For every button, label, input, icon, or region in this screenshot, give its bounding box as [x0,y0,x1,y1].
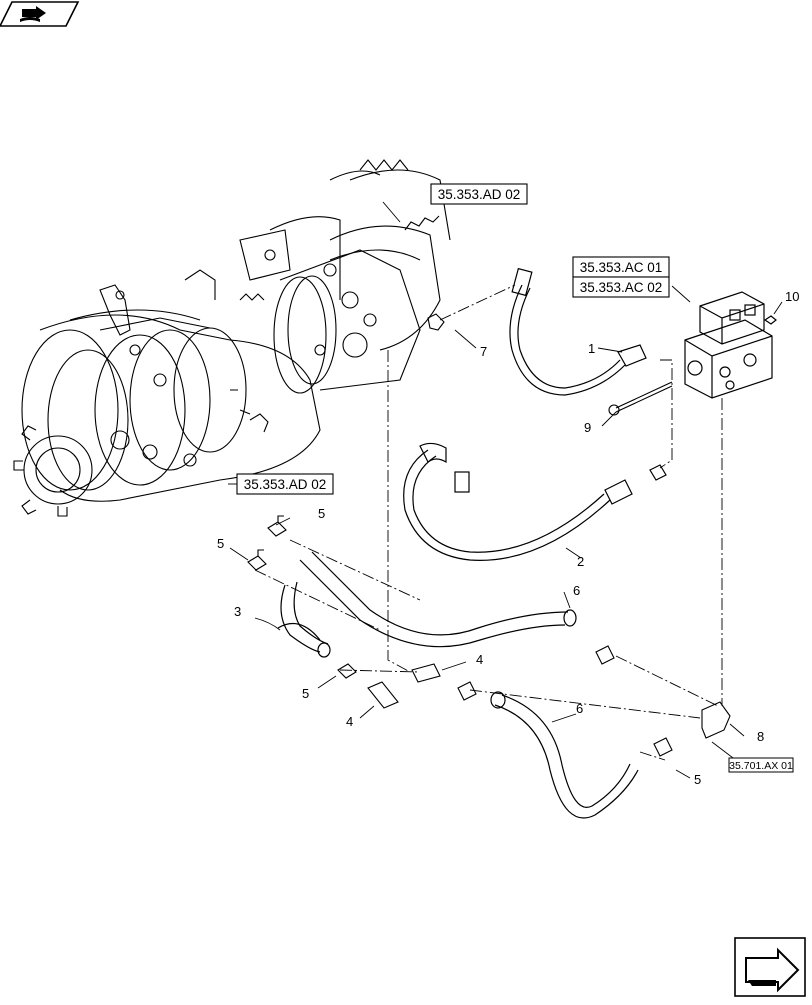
valve-block [684,291,777,399]
leader-lines [254,284,723,761]
callout-5c: 5 [302,686,309,701]
callout-numbers: 1 2 3 4 4 5 5 5 5 6 6 7 8 9 10 [217,289,799,787]
callout-2: 2 [577,554,584,569]
ref-box-ax01[interactable]: 35.701.AX 01 [728,757,794,773]
callout-3: 3 [234,604,241,619]
callout-7: 7 [480,344,487,359]
callout-leaders [228,201,783,779]
callout-1: 1 [588,341,595,356]
next-page-arrow-icon[interactable] [734,937,806,997]
hose-6-lower [490,691,639,819]
ref-box-ad02-top[interactable]: 35.353.AD 02 [430,183,528,205]
callout-8: 8 [757,729,764,744]
ref-box-ad02-left[interactable]: 35.353.AD 02 [236,473,334,495]
hose-6-upper [299,551,577,648]
final-drive-assembly [13,159,451,517]
callout-5a: 5 [318,506,325,521]
ref-ad02-top-label: 35.353.AD 02 [438,187,521,202]
ref-box-ac02[interactable]: 35.353.AC 02 [572,276,670,298]
callout-5b: 5 [217,536,224,551]
sprocket-left [13,425,93,517]
book-arrow-icon[interactable] [0,1,80,27]
ref-box-ac01[interactable]: 35.353.AC 01 [572,256,670,278]
callout-4a: 4 [476,652,483,667]
callout-4b: 4 [346,714,353,729]
hose-2 [403,442,667,561]
ref-ac01-label: 35.353.AC 01 [580,260,663,275]
callout-10: 10 [785,289,799,304]
callout-6a: 6 [573,583,580,598]
ref-ad02-left-label: 35.353.AD 02 [244,477,327,492]
hose-3 [277,581,331,658]
callout-9: 9 [584,420,591,435]
hose-1 [509,267,647,396]
ref-ax01-label: 35.701.AX 01 [729,760,793,772]
fittings [247,313,731,757]
callout-5d: 5 [694,772,701,787]
callout-6b: 6 [576,701,583,716]
ref-ac02-label: 35.353.AC 02 [580,280,663,295]
